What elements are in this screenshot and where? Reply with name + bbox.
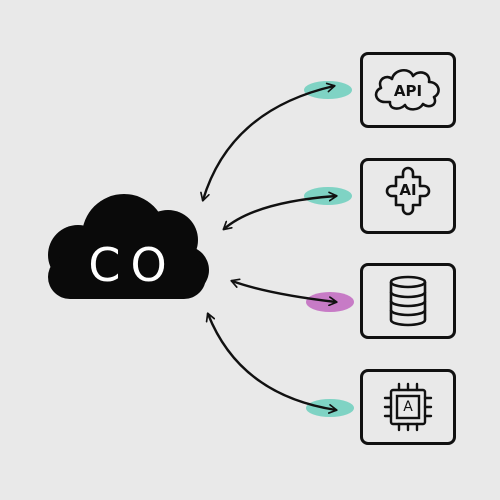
database-node[interactable] [360,263,456,339]
ai-node[interactable]: AI [360,158,456,234]
api-node[interactable]: API [360,52,456,128]
ai-puzzle-icon [385,166,431,216]
api-node-label: API [393,82,423,100]
processor-chip-icon [383,382,433,432]
database-connector-arrow [230,278,338,307]
ai-connector-arrow [222,191,338,231]
api-cloud-icon [374,69,440,111]
chip-node[interactable]: A [360,369,456,445]
api-connector-arrow [200,82,336,202]
ai-node-label: AI [399,181,417,199]
chip-node-label: A [403,399,413,415]
database-icon [389,275,427,327]
chip-connector-arrow [205,312,338,414]
hub-label: CO [88,238,177,292]
